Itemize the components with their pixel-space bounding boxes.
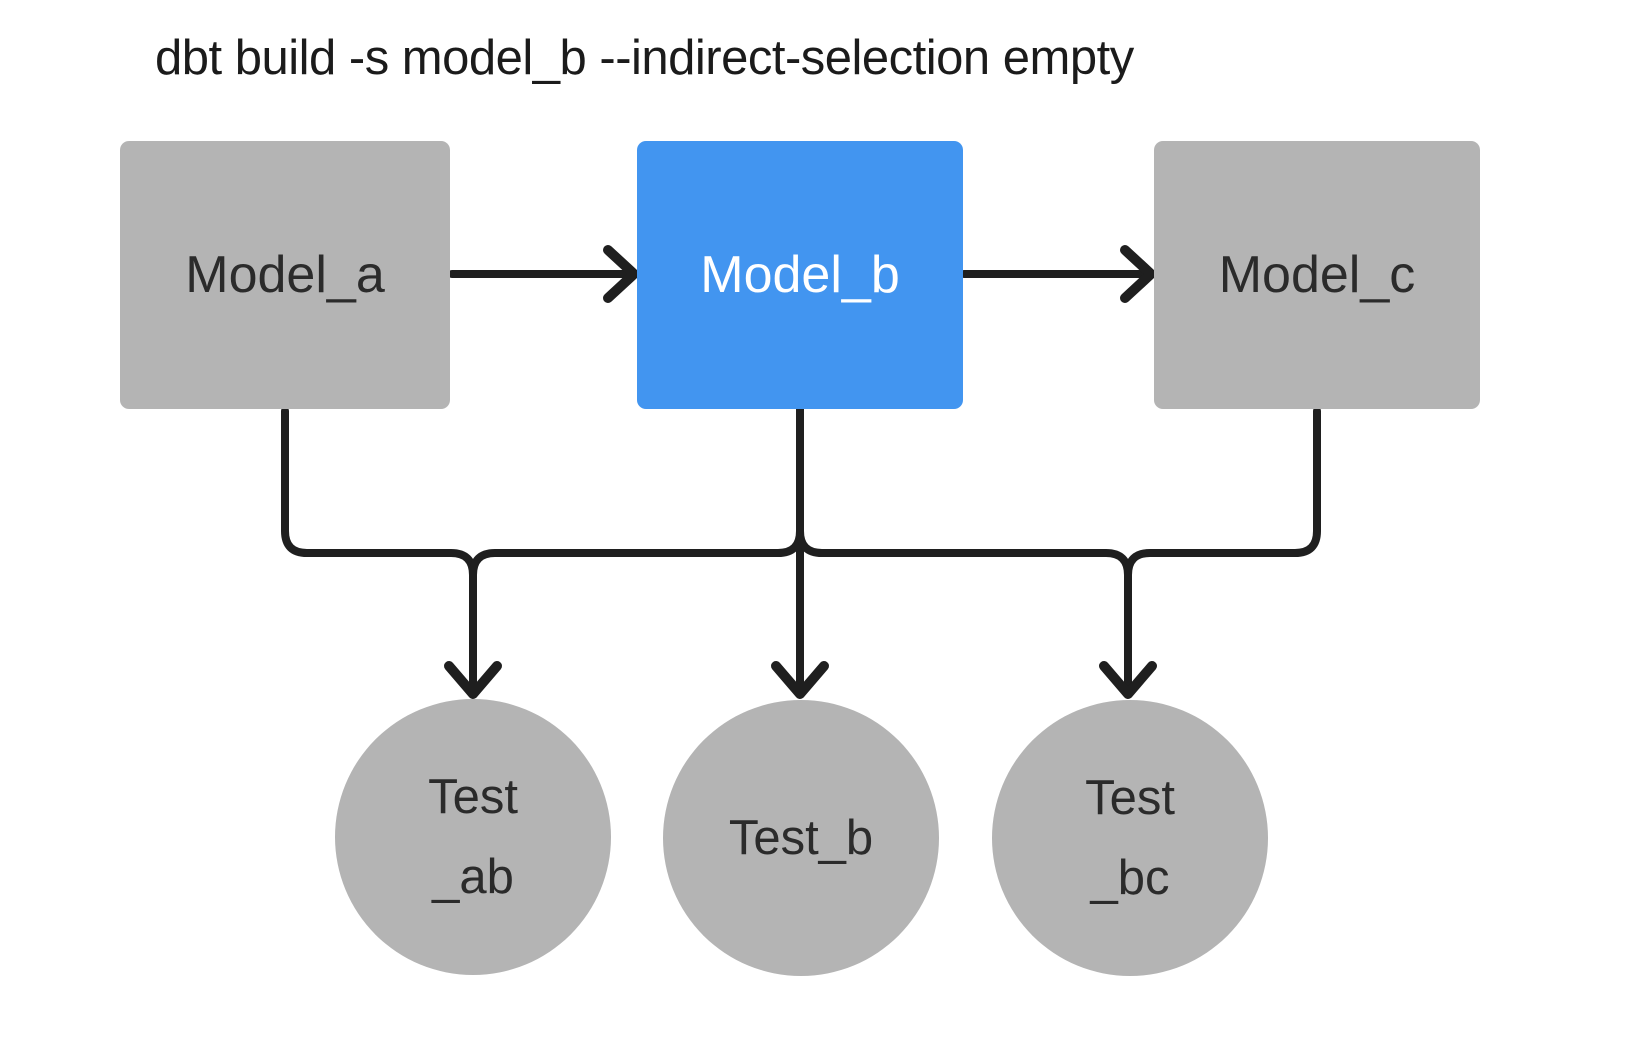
test-bc-label: Test _bc — [1085, 758, 1175, 918]
arrowhead-right-icon — [603, 245, 639, 303]
diagram-title: dbt build -s model_b --indirect-selectio… — [155, 31, 1134, 85]
arrowhead-right-icon — [1120, 245, 1156, 303]
model-b-label: Model_b — [700, 246, 900, 304]
test-ab-label: Test _ab — [428, 757, 518, 917]
arrowhead-down-icon — [771, 661, 829, 699]
test-bc-node: Test _bc — [992, 700, 1268, 976]
arrowhead-down-icon — [1099, 661, 1157, 699]
test-ab-label-line1: Test — [428, 770, 518, 824]
model-a-label: Model_a — [185, 246, 385, 304]
model-b-node: Model_b — [637, 141, 963, 409]
test-b-label-line1: Test_b — [728, 811, 874, 865]
edge-model-c-to-test-bc — [1124, 407, 1321, 694]
test-ab-node: Test _ab — [335, 699, 611, 975]
edge-model-a-to-test-ab — [281, 407, 477, 694]
test-bc-label-line1: Test — [1085, 771, 1175, 825]
test-b-label: Test_b — [729, 798, 873, 878]
model-c-label: Model_c — [1218, 246, 1416, 304]
test-ab-label-line2: _ab — [432, 850, 514, 904]
arrowhead-down-icon — [444, 661, 502, 699]
test-b-node: Test_b — [663, 700, 939, 976]
edge-model-b-to-test-ab — [469, 405, 804, 694]
test-bc-label-line2: _bc — [1090, 851, 1170, 905]
model-c-node: Model_c — [1154, 141, 1480, 409]
edge-model-b-to-test-bc — [796, 405, 1132, 694]
model-a-node: Model_a — [120, 141, 450, 409]
